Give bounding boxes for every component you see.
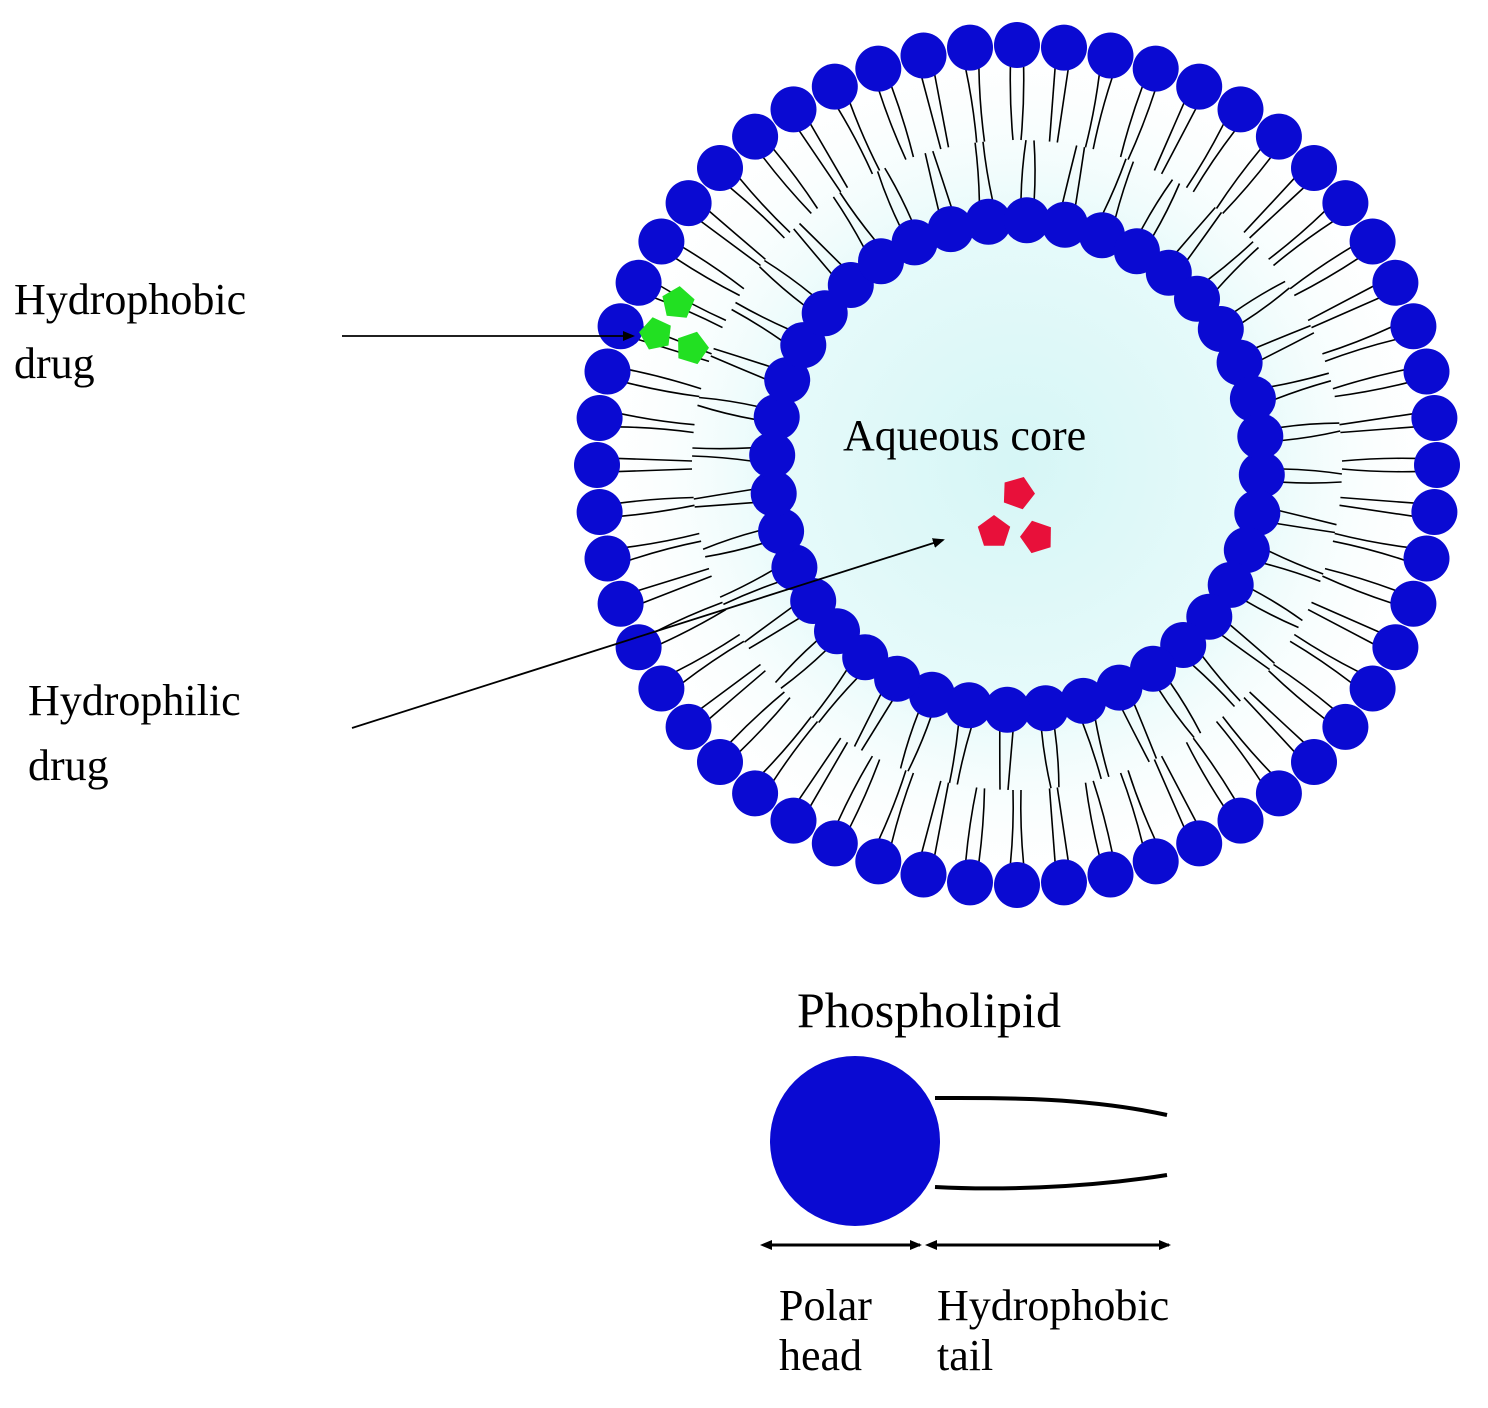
lipid-head [1176,64,1222,110]
lipid-head [598,581,644,627]
lipid-head [855,46,901,92]
lipid-head [666,180,712,226]
lipid-head [812,820,858,866]
lipid-head [1372,260,1418,306]
lipid-head [585,536,631,582]
phospholipid-title: Phospholipid [797,982,1061,1038]
lipid-head [1133,46,1179,92]
lipid-head [1088,852,1134,898]
lipid-head [1218,86,1264,132]
lipid-head [1041,25,1087,71]
lipid-head [598,303,644,349]
lipid-head [732,770,778,816]
lipid-head [901,852,947,898]
lipid-head [947,25,993,71]
lipid-head [994,22,1040,68]
lipid-head [1390,581,1436,627]
lipid-head [638,666,684,712]
lipid-head [1218,798,1264,844]
lipid-head [771,798,817,844]
lipid-head [1088,33,1134,79]
polar-head-label-line2: head [779,1331,862,1380]
lipid-head [1237,413,1283,459]
lipid-head [697,145,743,191]
hydrophilic-drug-label-line1: Hydrophilic [28,676,241,725]
lipid-head [577,395,623,441]
lipid-head [1041,859,1087,905]
lipid-head [585,349,631,395]
lipid-head [1291,145,1337,191]
hydrophobic-tail-label-line2: tail [937,1331,993,1380]
hydrophobic-tail-lower [935,1175,1167,1188]
lipid-head [1322,704,1368,750]
lipid-head [771,86,817,132]
lipid-head [1176,820,1222,866]
lipid-head [1372,624,1418,670]
lipid-head [1291,739,1337,785]
lipid-head [994,862,1040,908]
lipid-head [1404,536,1450,582]
aqueous-core-label: Aqueous core [843,411,1086,460]
lipid-head [1133,838,1179,884]
lipid-head [1256,770,1302,816]
lipid-head [732,114,778,160]
lipid-head [574,442,620,488]
hydrophobic-tail-label-line1: Hydrophobic [937,1281,1169,1330]
hydrophobic-tail-upper [935,1098,1167,1115]
hydrophobic-drug-label-line2: drug [14,339,95,388]
lipid-head [666,704,712,750]
lipid-head [1350,666,1396,712]
lipid-head [1404,349,1450,395]
lipid-head [1322,180,1368,226]
polar-head-icon [770,1056,940,1226]
lipid-head [697,739,743,785]
lipid-head [947,859,993,905]
hydrophobic-drug-label-line1: Hydrophobic [14,275,246,324]
lipid-head [1390,303,1436,349]
lipid-head [1414,442,1460,488]
lipid-head [638,219,684,265]
lipid-head [1256,114,1302,160]
lipid-head [616,260,662,306]
lipid-head [1411,489,1457,535]
hydrophilic-drug-label-line2: drug [28,741,109,790]
lipid-tail [692,448,751,449]
lipid-head [901,33,947,79]
lipid-head [1411,395,1457,441]
lipid-head [812,64,858,110]
lipid-head [855,838,901,884]
lipid-head [577,489,623,535]
lipid-head [1350,219,1396,265]
polar-head-label-line1: Polar [779,1281,872,1330]
